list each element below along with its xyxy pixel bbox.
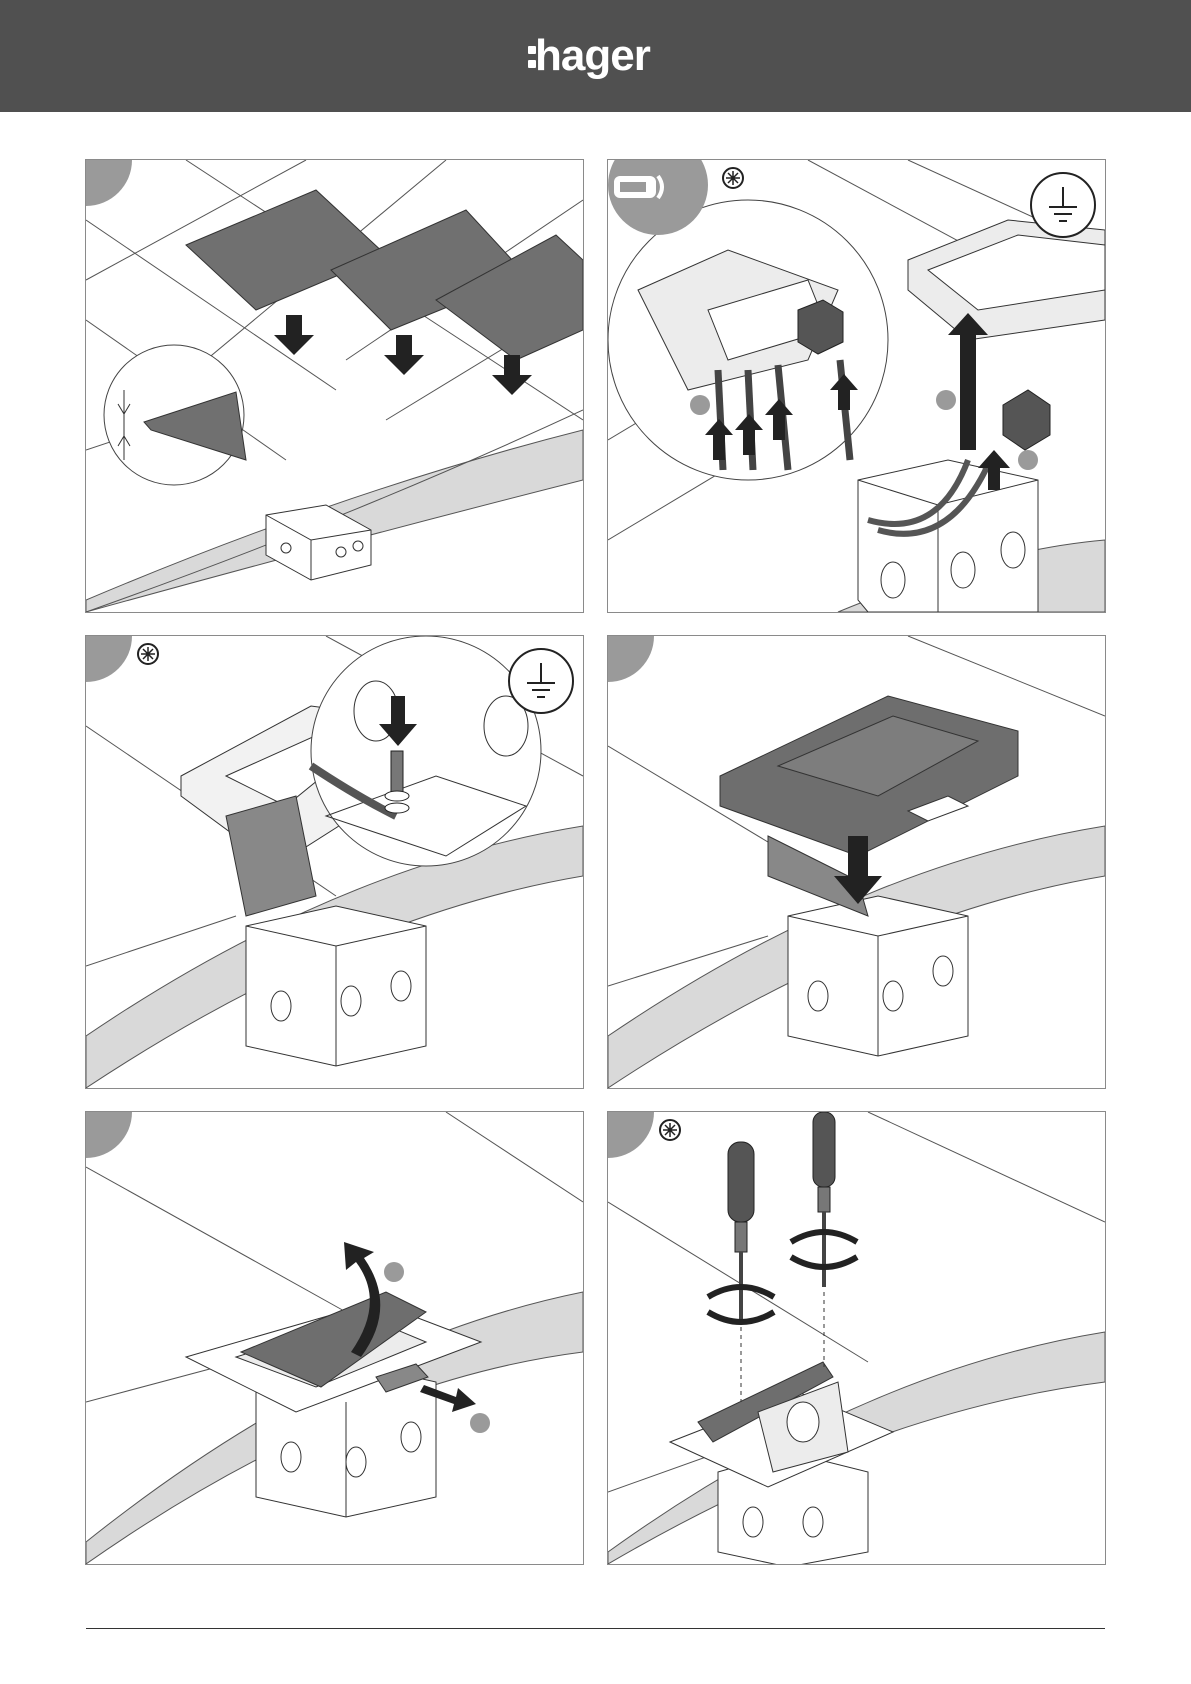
wire-strip-icon [614, 176, 662, 198]
step-1-badge [86, 160, 132, 206]
step-3-badge [86, 636, 132, 682]
step-1-panel [85, 159, 584, 613]
tool-icon [723, 168, 743, 188]
step-6-panel [607, 1111, 1106, 1565]
step-4-badge [608, 636, 654, 682]
step-3-panel [85, 635, 584, 1089]
footer-divider [86, 1628, 1105, 1629]
page-header: hager [0, 0, 1191, 112]
tool-icon [660, 1120, 680, 1140]
step-6-badge [608, 1112, 654, 1158]
brand-logo: hager [535, 30, 650, 82]
step-5-badge [86, 1112, 132, 1158]
step-3-illustration [86, 636, 583, 1088]
earth-ground-icon [509, 649, 573, 713]
step-5-illustration [86, 1112, 583, 1564]
step-4-panel [607, 635, 1106, 1089]
tool-icon [138, 644, 158, 664]
step-6-illustration [608, 1112, 1105, 1564]
step-1-illustration [86, 160, 583, 612]
step-4-illustration [608, 636, 1105, 1088]
step-2-illustration [608, 160, 1105, 612]
step-2-panel [607, 159, 1106, 613]
step-5-panel [85, 1111, 584, 1565]
earth-ground-icon [1031, 173, 1095, 237]
